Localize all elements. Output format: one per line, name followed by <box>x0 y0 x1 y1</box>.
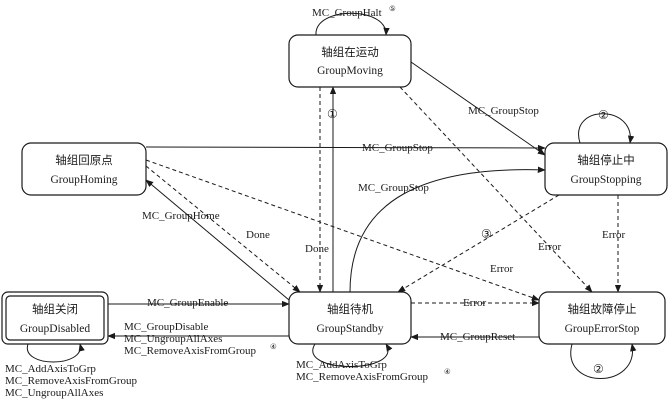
label-self-add: MC_AddAxisToGrp <box>5 363 96 375</box>
state-group-homing: 轴组回原点 GroupHoming <box>21 142 147 196</box>
label-n2a: ② <box>598 108 609 122</box>
arrow-moving-error <box>399 86 593 293</box>
arrow-stopping-standby <box>397 194 560 293</box>
label-stop-moving: MC_GroupStop <box>468 105 539 117</box>
state-stopping-en: GroupStopping <box>571 174 642 186</box>
label-disable: MC_GroupDisable <box>124 321 208 333</box>
label-n2b: ② <box>593 362 604 376</box>
state-errorstop-cn: 轴组故障停止 <box>568 302 637 316</box>
label-n1: ① <box>327 107 338 121</box>
arrow-stopping-loop <box>578 113 635 144</box>
state-homing-en: GroupHoming <box>50 174 117 186</box>
state-moving-cn: 轴组在运动 <box>321 45 379 59</box>
state-group-errorstop: 轴组故障停止 GroupErrorStop <box>538 291 666 345</box>
arrow-homing-standby <box>145 165 301 293</box>
label-self-ungroup: MC_UngroupAllAxes <box>5 387 103 399</box>
arrow-homing-stopping <box>145 144 546 152</box>
label-stop-homing: MC_GroupStop <box>362 142 433 154</box>
state-group-disabled: 轴组关闭 GroupDisabled <box>1 291 109 345</box>
state-standby-cn: 轴组待机 <box>327 302 373 316</box>
arrow-standby-homing <box>145 179 290 301</box>
label-error-moving: Error <box>538 241 562 253</box>
arrow-halt-loop <box>315 12 390 36</box>
arrow-standby-stopping <box>349 166 546 293</box>
label-remove: MC_RemoveAxisFromGroup <box>124 345 257 357</box>
label-reset: MC_GroupReset <box>440 331 515 343</box>
arrow-error-loop <box>570 343 637 379</box>
label-remove-standby: MC_RemoveAxisFromGroup <box>296 371 429 383</box>
state-disabled-cn: 轴组关闭 <box>32 302 78 316</box>
label-enable: MC_GroupEnable <box>147 297 228 309</box>
label-n3: ③ <box>481 227 492 241</box>
label-self-remove: MC_RemoveAxisFromGroup <box>5 375 138 387</box>
label-error-homing: Error <box>490 263 514 275</box>
state-group-moving: 轴组在运动 GroupMoving <box>288 34 412 88</box>
state-errorstop-en: GroupErrorStop <box>565 323 640 335</box>
arrow-standby-loop <box>312 343 393 367</box>
state-standby-en: GroupStandby <box>316 323 383 335</box>
label-error-standby: Error <box>463 297 487 309</box>
arrow-disabled-loop <box>27 343 85 363</box>
label-home: MC_GroupHome <box>142 210 220 222</box>
label-stop-standby: MC_GroupStop <box>358 182 429 194</box>
label-add-standby: MC_AddAxisToGrp <box>296 359 387 371</box>
arrow-moving-stopping <box>410 61 546 156</box>
label-ungroup: MC_UngroupAllAxes <box>124 333 222 345</box>
label-done-homing: Done <box>246 229 270 241</box>
label-remove-standby-sup: ④ <box>444 367 451 376</box>
state-group-standby: 轴组待机 GroupStandby <box>288 291 412 345</box>
state-group-stopping: 轴组停止中 GroupStopping <box>544 142 668 196</box>
state-stopping-cn: 轴组停止中 <box>577 153 635 167</box>
label-halt-sup: ⑤ <box>389 4 396 13</box>
state-homing-cn: 轴组回原点 <box>55 153 113 167</box>
state-moving-en: GroupMoving <box>317 65 383 77</box>
state-disabled-en: GroupDisabled <box>20 323 91 335</box>
label-error-stopping: Error <box>602 229 626 241</box>
label-halt: MC_GroupHalt <box>312 7 382 19</box>
label-remove-sup: ④ <box>270 342 277 351</box>
label-done-moving: Done <box>305 243 329 255</box>
